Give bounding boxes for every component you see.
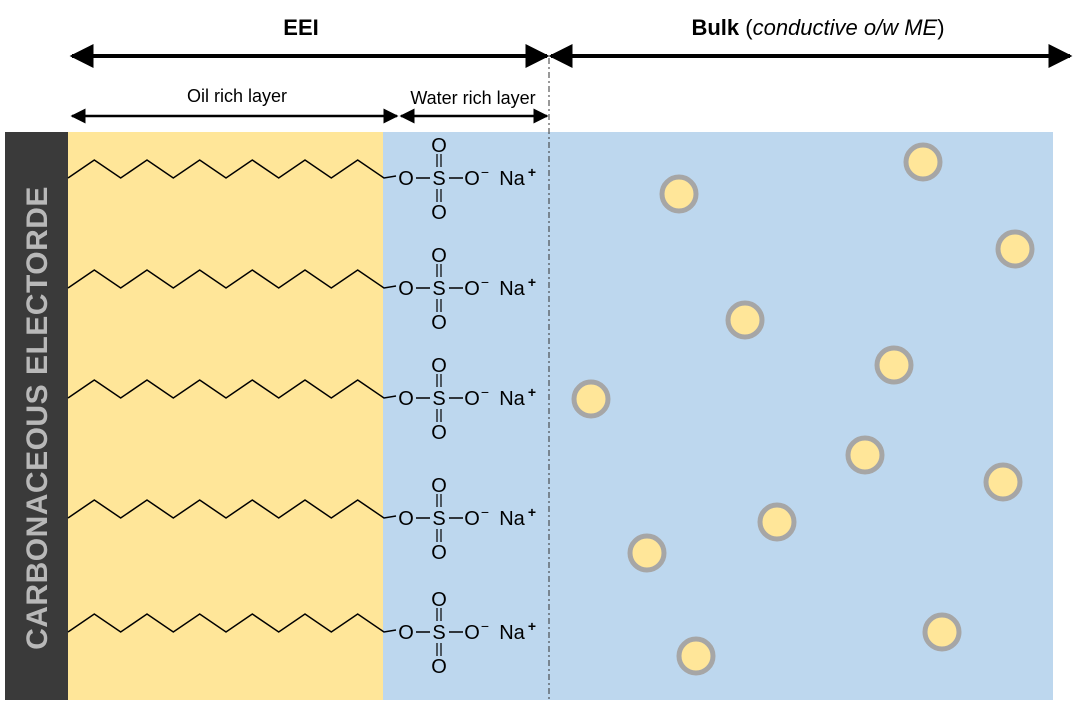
sodium-ion: Na bbox=[499, 168, 525, 190]
oxygen-top: O bbox=[431, 589, 447, 611]
oxygen-bottom: O bbox=[431, 422, 447, 444]
oxygen-top: O bbox=[431, 135, 447, 157]
hydrocarbon-tail bbox=[67, 159, 397, 179]
oxygen-top: O bbox=[431, 355, 447, 377]
sulfur-atom: S bbox=[432, 278, 445, 300]
sulfur-atom: S bbox=[432, 508, 445, 530]
oxygen-top: O bbox=[431, 245, 447, 267]
oxygen-bottom: O bbox=[431, 312, 447, 334]
oil-droplet bbox=[659, 174, 699, 214]
sodium-ion: Na bbox=[499, 508, 525, 530]
electrode bbox=[5, 132, 68, 700]
bulk-label-bold: Bulk bbox=[691, 15, 739, 40]
positive-charge: + bbox=[528, 274, 536, 290]
hydrocarbon-tail bbox=[67, 613, 397, 633]
oil-droplets bbox=[571, 142, 1035, 676]
bulk-label-italic: conductive o/w ME bbox=[753, 15, 938, 40]
sulfur-atom: S bbox=[432, 622, 445, 644]
oil-droplet bbox=[903, 142, 943, 182]
anionic-oxygen: O bbox=[464, 388, 480, 410]
anionic-oxygen: O bbox=[464, 278, 480, 300]
sulfur-atom: S bbox=[432, 168, 445, 190]
oil-droplet bbox=[676, 636, 716, 676]
sodium-ion: Na bbox=[499, 388, 525, 410]
ester-oxygen: O bbox=[398, 622, 414, 644]
sulfur-atom: S bbox=[432, 388, 445, 410]
oxygen-bottom: O bbox=[431, 202, 447, 224]
oil-layer-label: Oil rich layer bbox=[187, 86, 287, 106]
sodium-ion: Na bbox=[499, 278, 525, 300]
negative-charge: − bbox=[481, 274, 489, 290]
bulk-label-paren-close: ) bbox=[937, 15, 944, 40]
hydrocarbon-tail bbox=[67, 379, 397, 399]
bulk-region bbox=[383, 132, 1053, 700]
negative-charge: − bbox=[481, 164, 489, 180]
oil-droplet bbox=[627, 533, 667, 573]
oil-droplet bbox=[757, 502, 797, 542]
eei-label: EEI bbox=[283, 15, 318, 40]
anionic-oxygen: O bbox=[464, 168, 480, 190]
anionic-oxygen: O bbox=[464, 508, 480, 530]
negative-charge: − bbox=[481, 384, 489, 400]
ester-oxygen: O bbox=[398, 508, 414, 530]
hydrocarbon-tail bbox=[67, 499, 397, 519]
oxygen-top: O bbox=[431, 475, 447, 497]
hydrocarbon-tail bbox=[67, 269, 397, 289]
ester-oxygen: O bbox=[398, 278, 414, 300]
negative-charge: − bbox=[481, 504, 489, 520]
bulk-label: Bulk (conductive o/w ME) bbox=[691, 15, 944, 40]
positive-charge: + bbox=[528, 164, 536, 180]
oil-rich-region bbox=[68, 132, 383, 700]
electrode-label: CARBONACEOUS ELECTORDE bbox=[21, 186, 54, 650]
ester-oxygen: O bbox=[398, 168, 414, 190]
oil-droplet bbox=[725, 300, 765, 340]
ester-oxygen: O bbox=[398, 388, 414, 410]
oxygen-bottom: O bbox=[431, 542, 447, 564]
oil-droplet bbox=[571, 379, 611, 419]
anionic-oxygen: O bbox=[464, 622, 480, 644]
oil-droplet bbox=[995, 229, 1035, 269]
oil-droplet bbox=[874, 345, 914, 385]
sodium-ion: Na bbox=[499, 622, 525, 644]
bulk-label-paren-open: ( bbox=[739, 15, 753, 40]
oil-droplet bbox=[922, 612, 962, 652]
oil-droplet bbox=[845, 435, 885, 475]
oil-droplet bbox=[983, 462, 1023, 502]
water-layer-label: Water rich layer bbox=[410, 88, 535, 108]
positive-charge: + bbox=[528, 504, 536, 520]
oxygen-bottom: O bbox=[431, 656, 447, 678]
negative-charge: − bbox=[481, 618, 489, 634]
positive-charge: + bbox=[528, 384, 536, 400]
positive-charge: + bbox=[528, 618, 536, 634]
